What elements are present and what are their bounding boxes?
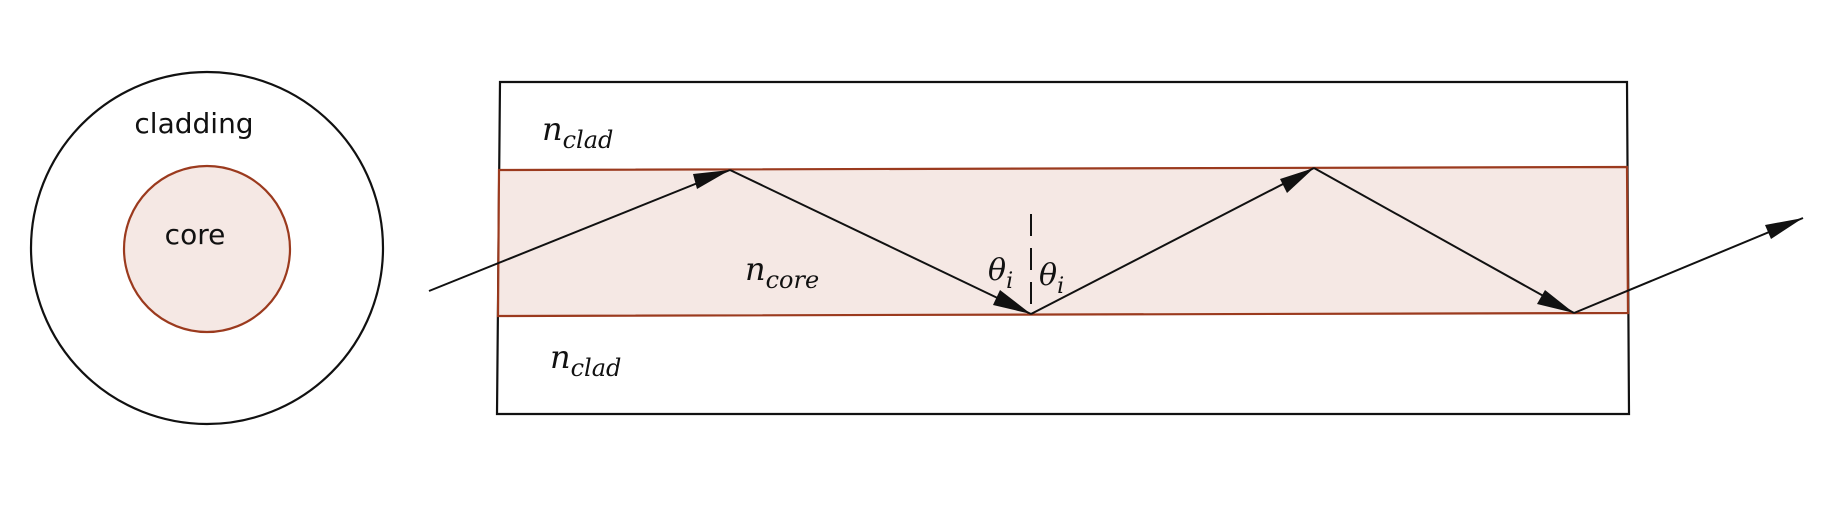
light-ray bbox=[428, 167, 1804, 315]
n-clad-bottom-label: nclad bbox=[550, 338, 621, 382]
core-circle bbox=[122, 164, 292, 334]
reflected-angle-label: θi bbox=[1039, 258, 1064, 299]
fiber-cross-section: cladding core bbox=[29, 70, 385, 426]
core-layer bbox=[496, 165, 1630, 318]
n-clad-top-label: nclad bbox=[542, 110, 613, 154]
n-core-label: ncore bbox=[745, 250, 819, 294]
ray-segment bbox=[1573, 217, 1804, 314]
ray-arrowhead bbox=[693, 170, 730, 189]
ray-arrowhead bbox=[1765, 218, 1803, 239]
cladding-label: cladding bbox=[134, 107, 253, 140]
fiber-side-view: nclad ncore nclad θi θi bbox=[428, 80, 1804, 416]
ray-segment bbox=[1313, 167, 1575, 314]
ray-segment bbox=[729, 169, 1032, 315]
ray-arrowhead bbox=[1280, 168, 1314, 193]
ray-segment bbox=[1030, 167, 1315, 315]
ray-segment bbox=[428, 169, 731, 292]
ray-arrowhead bbox=[1537, 290, 1574, 313]
incident-angle-label: θi bbox=[988, 253, 1013, 294]
ray-arrowhead bbox=[993, 290, 1031, 314]
core-label: core bbox=[165, 218, 226, 251]
